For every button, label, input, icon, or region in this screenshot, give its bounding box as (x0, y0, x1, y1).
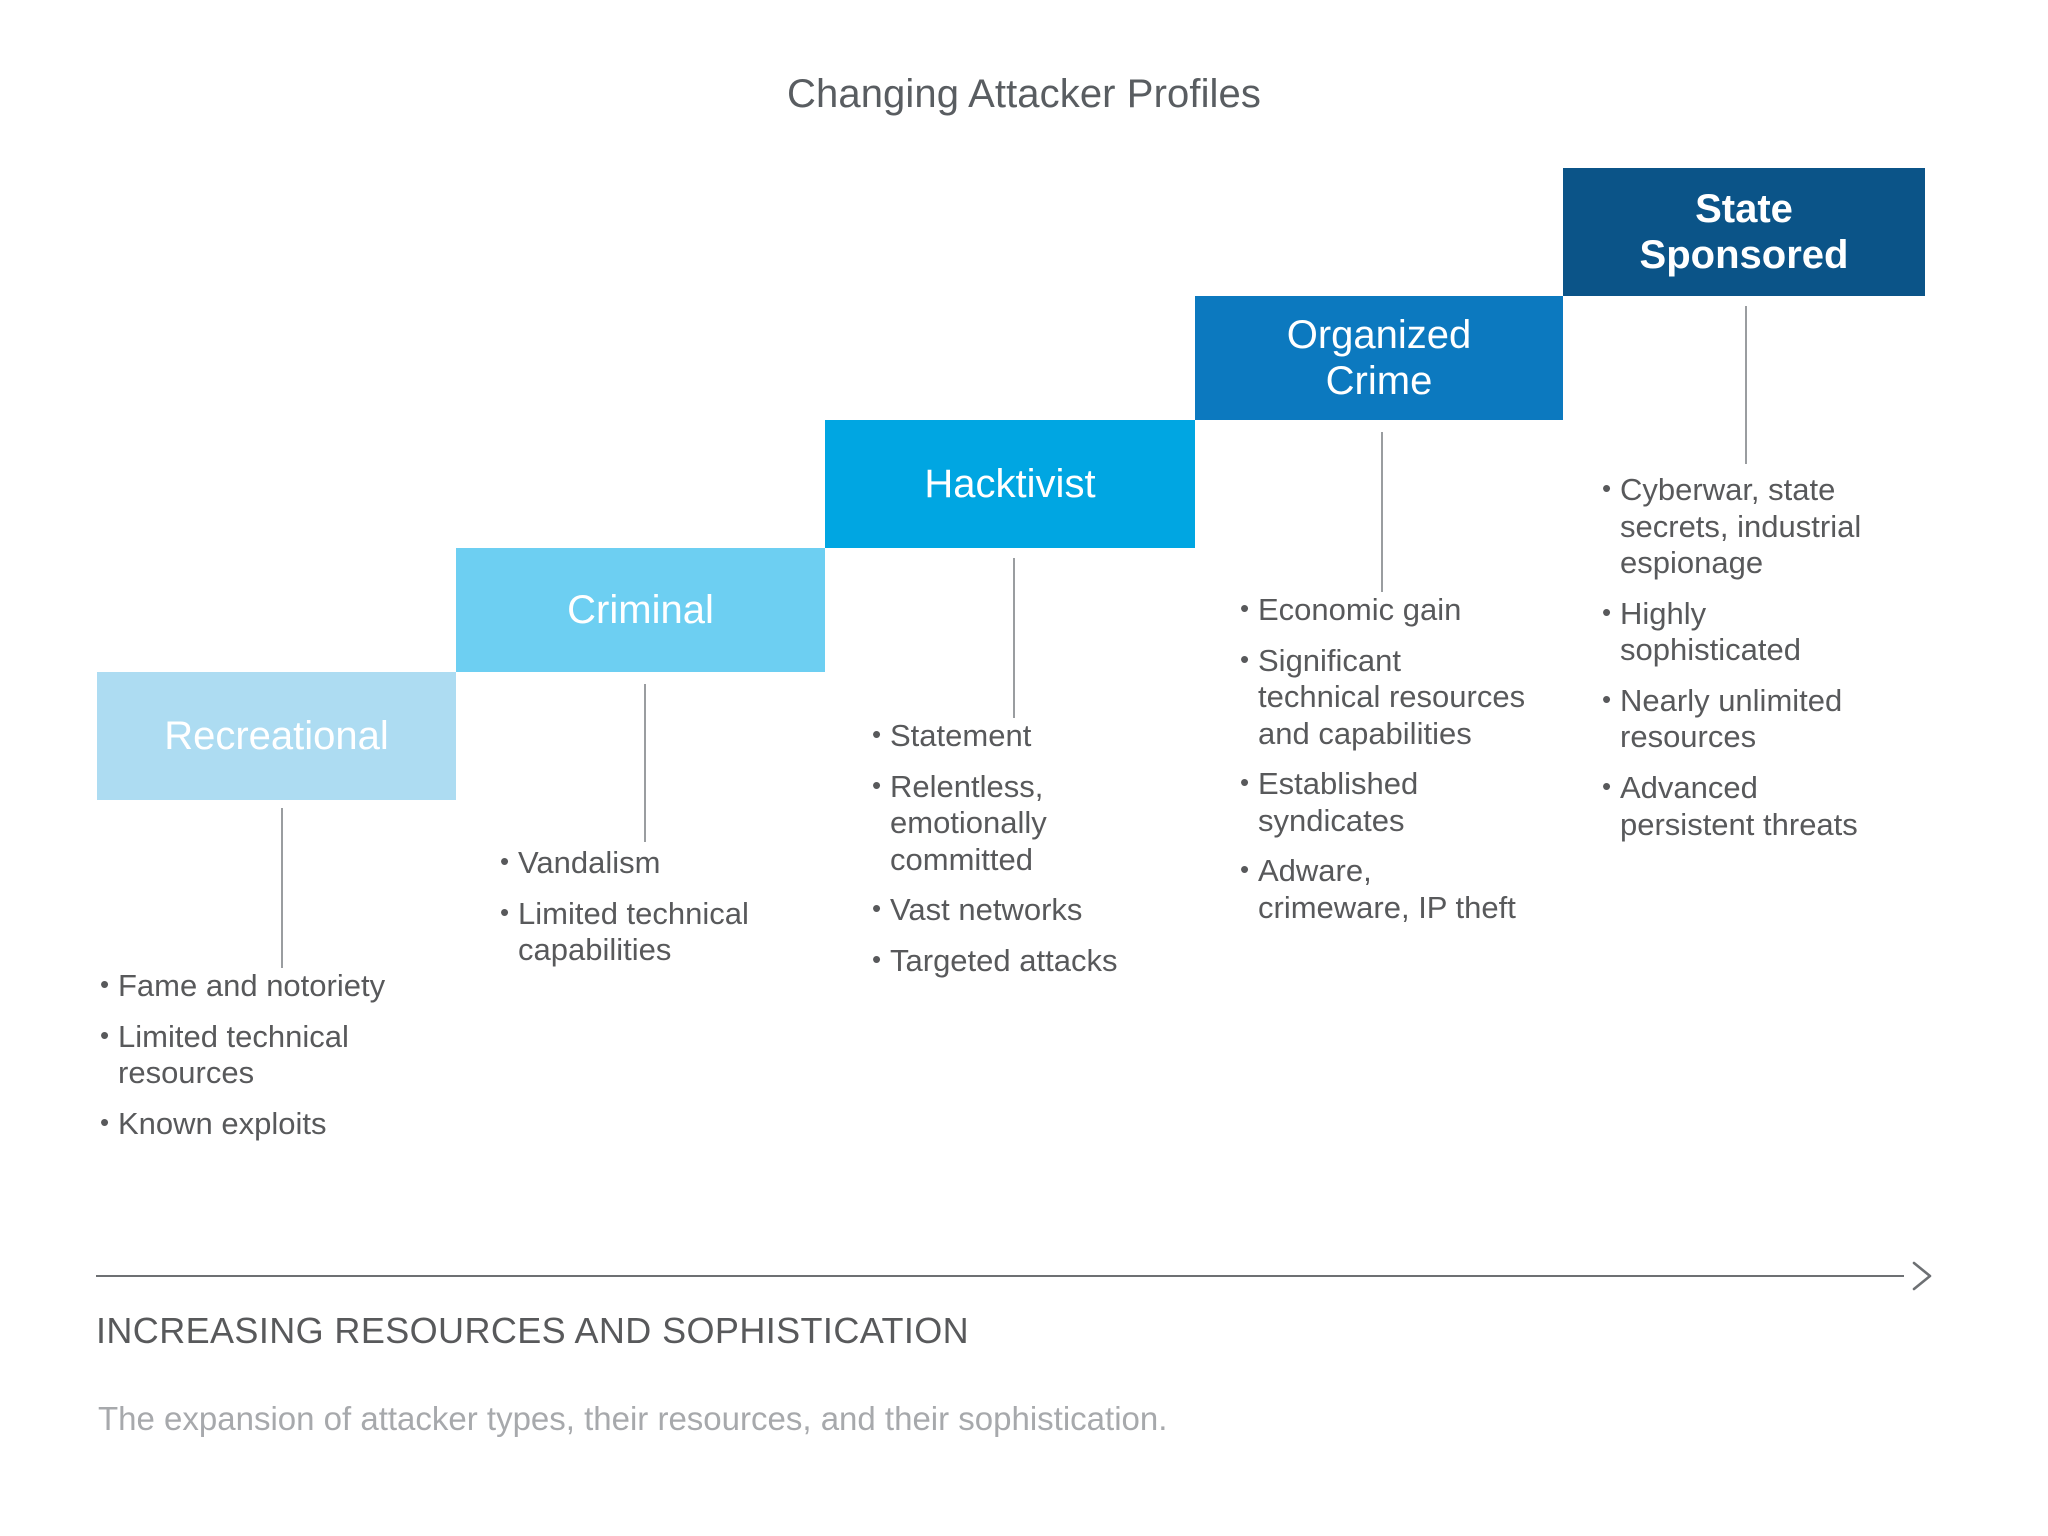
step-box-criminal[interactable]: Criminal (456, 548, 825, 672)
bullet-item: • Relentless, emotionally committed (872, 769, 1192, 879)
bullet-item: • Limited technical resources (100, 1019, 460, 1092)
bullet-item: • Significant technical resources and cap… (1240, 643, 1530, 753)
bullet-dot-icon: • (1602, 596, 1612, 627)
bullet-dot-icon: • (872, 943, 882, 974)
axis-line (96, 1275, 1904, 1277)
bullet-text: Fame and notoriety (118, 968, 386, 1003)
bullet-item: • Statement (872, 718, 1192, 755)
bullet-text: Advanced persistent threats (1620, 770, 1858, 842)
bullet-dot-icon: • (100, 1106, 110, 1137)
bullet-dot-icon: • (1602, 771, 1612, 802)
attacker-profile-staircase: Recreational Criminal Hacktivist Organiz… (97, 168, 1925, 1156)
bullet-text: Targeted attacks (890, 942, 1118, 978)
bullet-text: Highly sophisticated (1620, 595, 1801, 668)
bullet-list-recreational: • Fame and notoriety • Limited technical re… (100, 968, 460, 1156)
bullet-text: Established syndicates (1258, 766, 1419, 838)
bullet-dot-icon: • (1240, 767, 1250, 798)
connector-line-organized-crime (1381, 432, 1383, 592)
bullet-dot-icon: • (872, 769, 882, 800)
step-label-organized-crime: Organized Crime (1286, 312, 1472, 403)
bullet-text: Limited technical resources (118, 1018, 349, 1091)
bullet-text: Relentless, emotionally committed (890, 768, 1047, 877)
bullet-item: • Fame and notoriety (100, 968, 460, 1005)
bullet-dot-icon: • (1240, 643, 1250, 674)
bullet-dot-icon: • (100, 969, 110, 999)
bullet-item: • Limited technical capabilities (500, 896, 840, 969)
bullet-dot-icon: • (500, 846, 510, 876)
increasing-axis (96, 1258, 1936, 1294)
step-box-organized-crime[interactable]: Organized Crime (1195, 296, 1563, 420)
step-box-recreational[interactable]: Recreational (97, 672, 456, 800)
bullet-list-state-sponsored: • Cyberwar, state secrets, industrial esp… (1602, 472, 1882, 857)
bullet-item: • Adware, crimeware, IP theft (1240, 853, 1530, 926)
bullet-text: Limited technical capabilities (518, 895, 749, 968)
bullet-text: Economic gain (1258, 592, 1462, 627)
figure-caption: The expansion of attacker types, their r… (98, 1400, 1168, 1437)
connector-line-state-sponsored (1745, 306, 1747, 464)
step-label-criminal: Criminal (567, 587, 714, 632)
step-box-hacktivist[interactable]: Hacktivist (825, 420, 1195, 548)
bullet-dot-icon: • (100, 1019, 110, 1050)
bullet-dot-icon: • (872, 719, 882, 749)
bullet-text: Vandalism (518, 845, 661, 880)
bullet-item: • Economic gain (1240, 592, 1530, 629)
bullet-dot-icon: • (872, 893, 882, 924)
bullet-dot-icon: • (500, 896, 510, 927)
step-label-recreational: Recreational (164, 713, 389, 758)
page-title: Changing Attacker Profiles (787, 72, 1261, 116)
bullet-item: • Highly sophisticated (1602, 596, 1882, 669)
bullet-list-organized-crime: • Economic gain • Significant technical res… (1240, 592, 1530, 941)
bullet-text: Adware, crimeware, IP theft (1258, 853, 1516, 926)
bullet-item: • Vandalism (500, 845, 840, 882)
step-box-state-sponsored[interactable]: State Sponsored (1563, 168, 1925, 296)
axis-label: INCREASING RESOURCES AND SOPHISTICATION (96, 1310, 970, 1351)
bullet-text: Cyberwar, state secrets, industrial espi… (1620, 472, 1862, 581)
bullet-text: Nearly unlimited resources (1620, 682, 1843, 755)
bullet-item: • Targeted attacks (872, 943, 1192, 980)
connector-line-hacktivist (1013, 558, 1015, 718)
step-label-state-sponsored: State Sponsored (1639, 186, 1849, 277)
bullet-dot-icon: • (1602, 683, 1612, 714)
connector-line-recreational (281, 808, 283, 968)
bullet-item: • Advanced persistent threats (1602, 770, 1882, 843)
bullet-item: • Vast networks (872, 892, 1192, 929)
step-label-hacktivist: Hacktivist (924, 461, 1096, 506)
bullet-text: Statement (890, 718, 1032, 753)
bullet-item: • Established syndicates (1240, 766, 1530, 839)
bullet-list-hacktivist: • Statement • Relentless, emotionally commi… (872, 718, 1192, 993)
bullet-item: • Known exploits (100, 1106, 460, 1143)
bullet-text: Vast networks (890, 892, 1083, 928)
bullet-dot-icon: • (1240, 593, 1250, 623)
bullet-text: Known exploits (118, 1105, 327, 1141)
bullet-item: • Cyberwar, state secrets, industrial esp… (1602, 472, 1882, 582)
bullet-text: Significant technical resources and capa… (1258, 642, 1526, 751)
bullet-item: • Nearly unlimited resources (1602, 683, 1882, 756)
bullet-dot-icon: • (1240, 854, 1250, 885)
bullet-list-criminal: • Vandalism • Limited technical capabilitie… (500, 845, 840, 983)
arrow-right-icon (1900, 1258, 1936, 1294)
connector-line-criminal (644, 684, 646, 842)
bullet-dot-icon: • (1602, 473, 1612, 503)
